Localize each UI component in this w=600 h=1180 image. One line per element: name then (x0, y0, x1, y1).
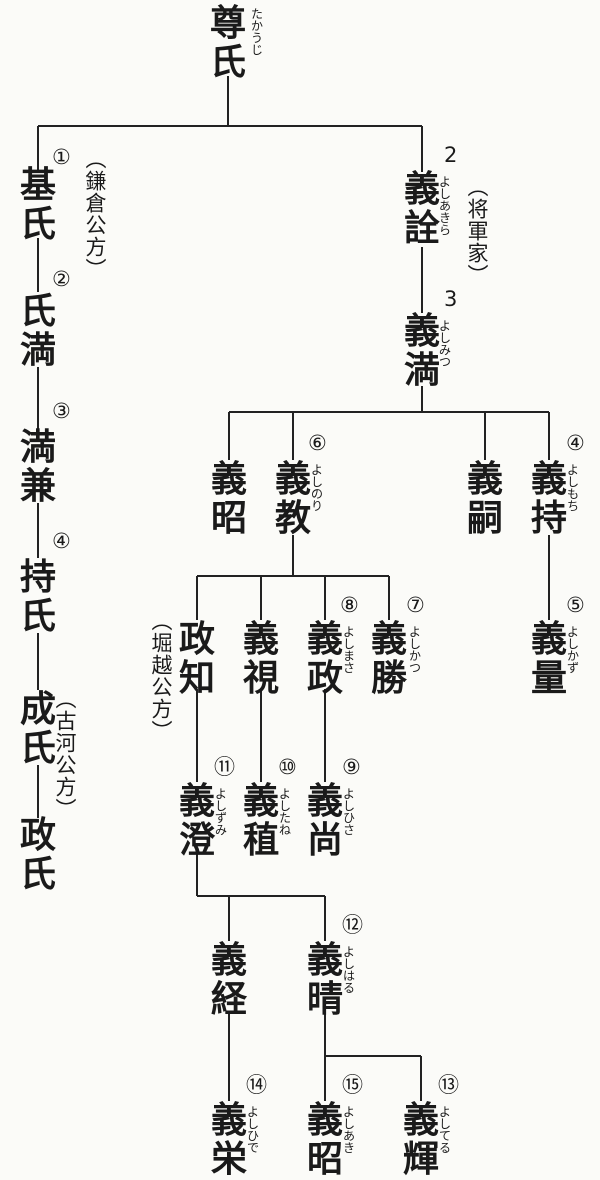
reading-yoshimasa: よしまさ (342, 625, 355, 675)
order-yoshikatsu: ⑦ (406, 593, 425, 617)
reading-yoshimitsu: よしみつ (438, 319, 451, 369)
order-yoshimasa: ⑧ (340, 593, 359, 617)
label-koga-kubo: （古河公方） (53, 688, 77, 820)
person-yoshiharu: 義 晴 (306, 939, 343, 1020)
order-yoshimitsu: 3 (444, 287, 458, 311)
person-mitsukane: 満 兼 (19, 426, 56, 507)
person-yoshikazu: 義 量 (530, 618, 567, 699)
person-yoshitane: 義 稙 (242, 780, 279, 861)
order-ujimitsu: ② (52, 267, 71, 291)
order-yoshizumi: ⑪ (214, 755, 235, 779)
reading-yoshiakira: よしあきら (438, 175, 451, 237)
order-yoshitane: ⑩ (278, 755, 297, 779)
reading-yoshihide: よしひで (246, 1105, 259, 1155)
person-masatomo: 政 知 (178, 618, 215, 699)
order-yoshikazu: ⑤ (566, 593, 585, 617)
person-takauji: 尊 氏 (209, 2, 246, 83)
person-masauji: 政 氏 (19, 814, 56, 895)
order-yoshinori: ⑥ (308, 431, 327, 455)
reading-yoshihisa: よしひさ (342, 787, 355, 837)
reading-yoshikatsu: よしかつ (408, 625, 421, 675)
person-yoshiteru: 義 輝 (402, 1099, 439, 1180)
order-yoshiteru: ⑬ (438, 1073, 459, 1097)
connector-lines (37, 76, 550, 1101)
order-yoshihisa: ⑨ (342, 755, 361, 779)
reading-yoshiteru: よしてる (438, 1105, 451, 1155)
reading-yoshiaki: よしあき (342, 1105, 355, 1155)
reading-yoshikazu: よしかず (566, 625, 579, 675)
person-yoshimochi: 義 持 (530, 458, 567, 539)
person-yoshiaki: 義 昭 (306, 1099, 343, 1180)
order-motouji: ① (52, 145, 71, 169)
person-yoshimasa: 義 政 (306, 618, 343, 699)
order-yoshimochi: ④ (566, 431, 585, 455)
reading-yoshinori: よしのり (310, 463, 323, 513)
person-motouji: 基 氏 (19, 164, 56, 245)
person-ujimitsu: 氏 満 (19, 290, 56, 371)
reading-yoshitane: よしたね (278, 787, 291, 837)
person-yoshizumi: 義 澄 (178, 780, 215, 861)
person-yoshimitsu: 義 満 (403, 310, 440, 391)
reading-yoshizumi: よしずみ (214, 787, 227, 837)
order-mitsukane: ③ (52, 399, 71, 423)
label-kamakura-kubo: （鎌倉公方） (83, 148, 107, 280)
person-yoshiakira: 義 詮 (403, 168, 440, 249)
person-yoshimi: 義 視 (242, 618, 279, 699)
order-yoshiakira: 2 (444, 143, 458, 167)
person-yoshitsune: 義 経 (210, 939, 247, 1020)
order-yoshihide: ⑭ (246, 1073, 267, 1097)
order-yoshiaki: ⑮ (342, 1073, 363, 1097)
person-yoshinori: 義 教 (274, 458, 311, 539)
order-yoshiharu: ⑫ (342, 913, 363, 937)
person-yoshihide: 義 栄 (210, 1099, 247, 1180)
person-mochiuji: 持 氏 (19, 556, 56, 637)
label-shogun-family: （将軍家） (465, 176, 489, 286)
person-yoshihisa: 義 尚 (306, 780, 343, 861)
person-yoshikatsu: 義 勝 (370, 618, 407, 699)
person-gisho: 義 昭 (210, 458, 247, 539)
person-shigeuji: 成 氏 (19, 688, 56, 769)
reading-yoshimochi: よしもち (566, 463, 579, 513)
reading-yoshiharu: よしはる (342, 945, 355, 995)
label-horigoe-kubo: （堀越公方） (149, 610, 173, 742)
reading-takauji: たかうじ (250, 7, 263, 57)
order-mochiuji: ④ (52, 529, 71, 553)
person-yoshitsugu: 義 嗣 (466, 458, 503, 539)
